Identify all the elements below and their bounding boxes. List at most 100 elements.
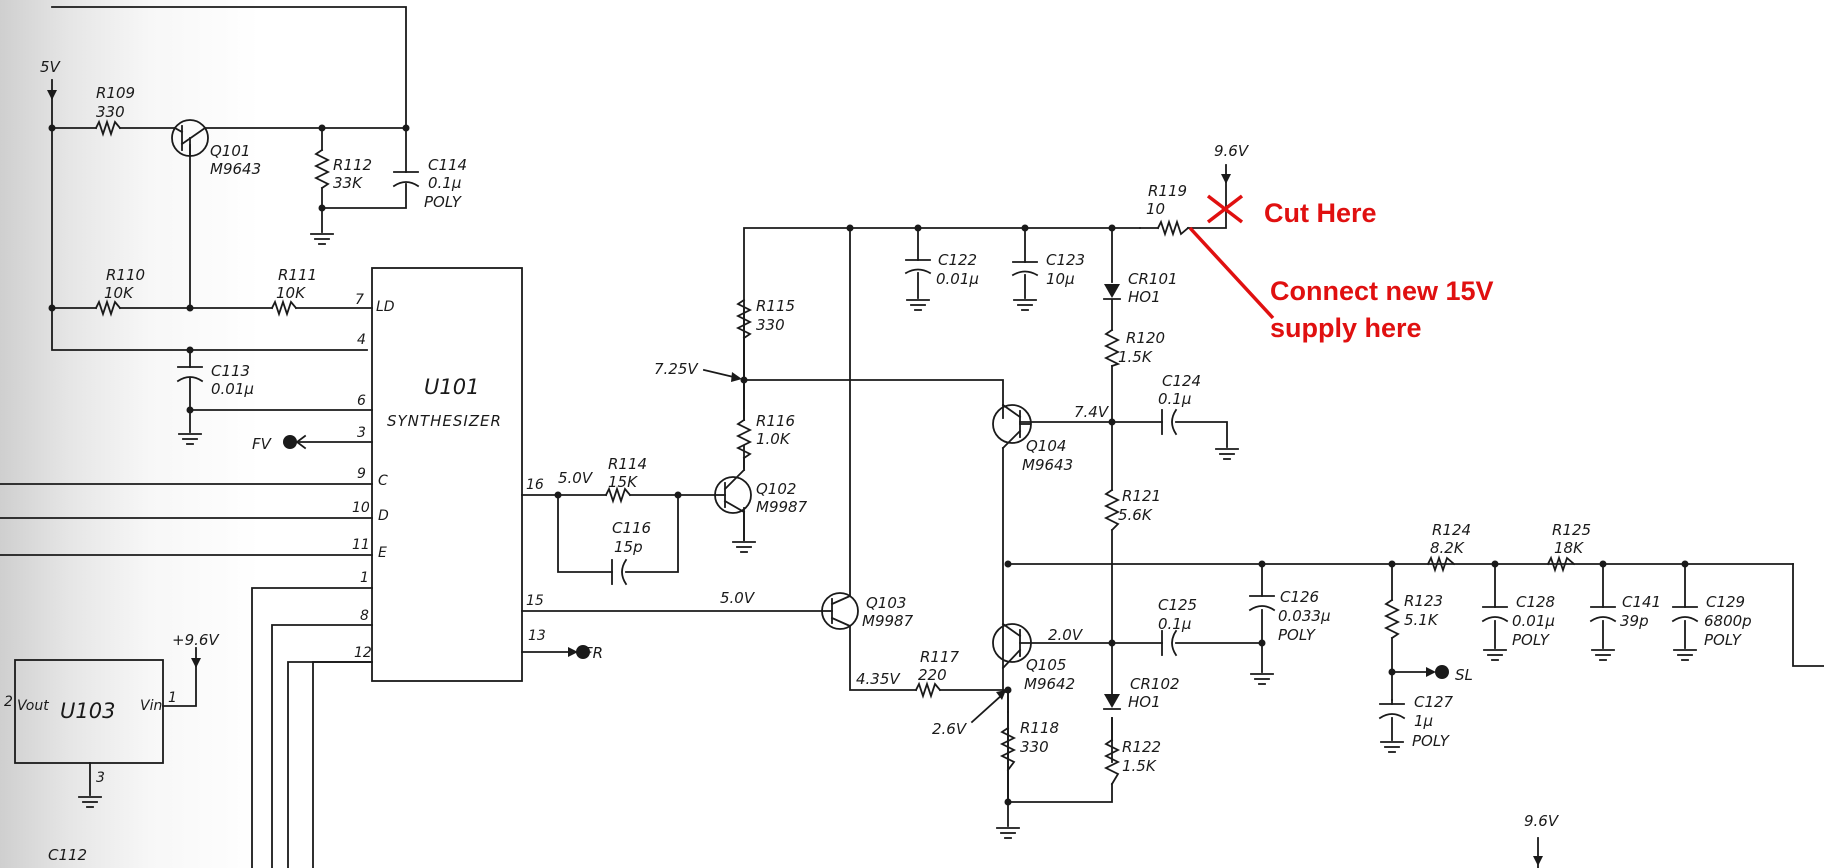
label-CR102-ref: CR102: [1130, 675, 1180, 693]
ground-symbol: [1215, 448, 1239, 460]
resistor-R123: [1383, 598, 1401, 640]
connect-note-line1: Connect new 15V: [1270, 276, 1494, 306]
label-R111-ref: R111: [278, 266, 317, 284]
u103-chip: [14, 659, 164, 764]
label-Q104-ref: Q104: [1026, 437, 1066, 455]
label-R124-ref: R124: [1432, 521, 1471, 539]
resistor-R121: [1103, 488, 1121, 532]
label-R116-val: 1.0K: [756, 430, 791, 448]
label-R121-ref: R121: [1122, 487, 1161, 505]
supply-9-6v-bottom-arrow: [1533, 837, 1543, 868]
junction-dots-left: [48, 124, 410, 414]
capacitor-C113: [176, 366, 204, 383]
u101-subtitle: SYNTHESIZER: [387, 412, 502, 430]
resistor-R115: [735, 298, 753, 340]
label-Q105-val: M9642: [1024, 675, 1075, 693]
label-R122-val: 1.5K: [1122, 757, 1157, 775]
u101-pin-7: 7: [355, 292, 364, 308]
wiring-left: [0, 6, 407, 868]
u103-vin: Vin: [140, 698, 162, 714]
u101-pin-6: 6: [357, 393, 366, 409]
label-C114-type: POLY: [424, 193, 463, 211]
u103-pin-1: 1: [168, 690, 177, 706]
ground-symbol: [996, 827, 1020, 839]
u101-pin-13: 13: [528, 628, 546, 644]
u103-wiring: [78, 647, 201, 808]
resistor-R110: [94, 299, 122, 317]
label-C123-val: 10μ: [1046, 270, 1075, 288]
u101-pin-16: 16: [526, 477, 544, 493]
label-Q105-ref: Q105: [1026, 656, 1066, 674]
cut-mark: [1206, 194, 1244, 224]
resistor-R118: [999, 726, 1017, 772]
label-C128-val: 0.01μ: [1512, 612, 1555, 630]
ground-symbol: [1013, 299, 1037, 311]
label-R115-val: 330: [756, 316, 785, 334]
terminal-FR: [568, 645, 590, 659]
diode-CR102: [1103, 694, 1121, 710]
transistor-Q105: [992, 622, 1032, 670]
u101-pin-15: 15: [526, 593, 544, 609]
label-C127-ref: C127: [1414, 693, 1454, 711]
capacitor-C128: [1481, 563, 1509, 661]
label-R119-val: 10: [1146, 200, 1165, 218]
label-C128-ref: C128: [1516, 593, 1555, 611]
label-5-0v-b: 5.0V: [720, 589, 756, 607]
u101-pin-e: E: [378, 545, 387, 561]
capacitor-C141: [1589, 563, 1617, 661]
ground-symbol: [1250, 673, 1274, 685]
label-Q103-val: M9987: [862, 612, 914, 630]
label-C126-ref: C126: [1280, 588, 1319, 606]
u101-pin-d: D: [378, 508, 389, 524]
transistor-Q104: [992, 403, 1032, 450]
label-C122-ref: C122: [938, 251, 977, 269]
u101-pin-ld: LD: [376, 299, 395, 315]
u101-pin-10: 10: [352, 500, 370, 516]
label-R112-val: 33K: [333, 174, 363, 192]
label-CR101-val: HO1: [1128, 288, 1161, 306]
u103-pin-2: 2: [4, 694, 13, 710]
label-4-35v: 4.35V: [856, 670, 901, 688]
label-R109-val: 330: [96, 103, 125, 121]
label-C116-val: 15p: [614, 538, 643, 556]
label-FV: FV: [252, 435, 273, 453]
label-C129-val: 6800p: [1704, 612, 1752, 630]
capacitor-C116: [611, 558, 628, 586]
label-R122-ref: R122: [1122, 738, 1161, 756]
label-9-6v-bottom: 9.6V: [1524, 812, 1560, 830]
label-C128-type: POLY: [1512, 631, 1551, 649]
u101-pin-9: 9: [357, 466, 366, 482]
junction-dots-right: [554, 224, 1689, 806]
terminal-SL: [1426, 665, 1449, 679]
voltage-arrow-7-25v: [702, 368, 742, 382]
label-R110-val: 10K: [104, 284, 134, 302]
label-C124-ref: C124: [1162, 372, 1201, 390]
label-FR: FR: [584, 644, 603, 662]
u101-pin-12: 12: [354, 645, 372, 661]
capacitor-C126: [1248, 595, 1276, 612]
label-CR101-ref: CR101: [1128, 270, 1178, 288]
label-SL: SL: [1455, 666, 1473, 684]
label-C123-ref: C123: [1046, 251, 1085, 269]
u101-pin-8: 8: [360, 608, 369, 624]
u101-pin-1: 1: [360, 570, 369, 586]
wiring-right: [917, 177, 1824, 827]
label-C141-val: 39p: [1620, 612, 1649, 630]
resistor-R109: [94, 119, 122, 137]
label-R109-ref: R109: [96, 84, 135, 102]
connect-pointer-line: [1188, 226, 1275, 320]
ground-symbol: [732, 541, 756, 553]
label-R121-val: 5.6K: [1118, 506, 1153, 524]
resistor-R122: [1103, 738, 1121, 786]
label-R125-val: 18K: [1554, 539, 1584, 557]
label-R118-ref: R118: [1020, 719, 1059, 737]
transistor-Q102: [714, 468, 752, 541]
label-R115-ref: R115: [756, 297, 795, 315]
diode-CR101: [1103, 284, 1121, 300]
label-2-0v: 2.0V: [1048, 626, 1084, 644]
label-2-6v: 2.6V: [932, 720, 968, 738]
label-5-0v-a: 5.0V: [558, 469, 594, 487]
transistor-Q103: [821, 592, 859, 630]
label-R114-val: 15K: [608, 473, 638, 491]
